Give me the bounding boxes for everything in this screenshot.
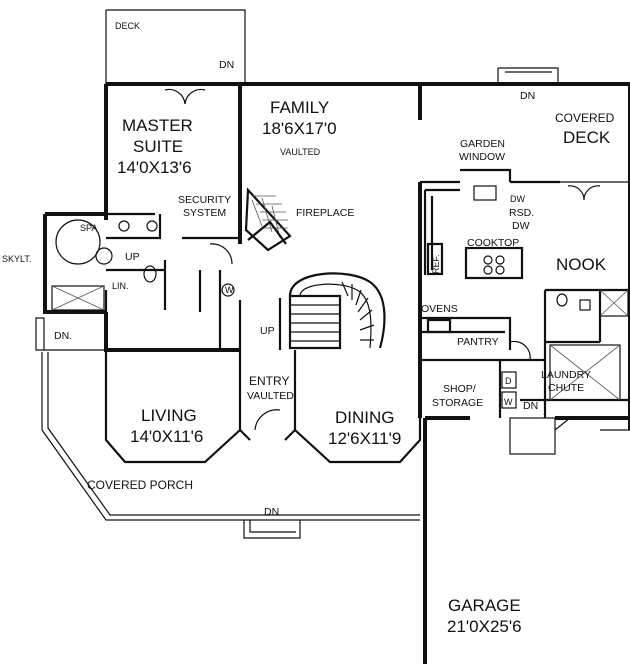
linen-label: LIN. — [112, 281, 129, 291]
dryer-label: D — [505, 376, 512, 386]
dn-marker-deck: DN — [219, 59, 234, 71]
staircase — [288, 272, 386, 350]
shop-label-1: SHOP/ — [443, 383, 476, 395]
covered-deck-label-2: DECK — [563, 128, 611, 147]
room-labels: DECK MASTER SUITE 14'0X13'6 FAMILY 18'6X… — [2, 21, 615, 636]
up-marker-bath: UP — [125, 251, 140, 263]
entry-label-2: VAULTED — [247, 390, 294, 402]
living-dimensions: 14'0X11'6 — [130, 427, 203, 446]
dw-small-label: DW — [510, 194, 525, 204]
garage-label: GARAGE — [448, 596, 521, 615]
ovens-label: OVENS — [421, 303, 458, 315]
interior-walls — [104, 84, 630, 441]
family-label: FAMILY — [270, 98, 329, 117]
cooktop-label: COOKTOP — [467, 237, 519, 249]
dn-marker-garage: DN — [523, 400, 538, 412]
covered-deck-label-1: COVERED — [555, 111, 615, 125]
master-suite-label-2: SUITE — [133, 137, 183, 156]
rsd-label: RSD. — [509, 207, 534, 219]
nook-label: NOOK — [556, 255, 607, 274]
dining-dimensions: 12'6X11'9 — [328, 429, 401, 448]
dining-label: DINING — [335, 408, 395, 427]
master-suite-label-1: MASTER — [122, 116, 193, 135]
skylight-label: SKYLT. — [2, 254, 31, 264]
family-note: VAULTED — [280, 147, 321, 157]
laundry-label-2: CHUTE — [548, 382, 584, 394]
entry-label-1: ENTRY — [249, 374, 289, 388]
deck-top-label: DECK — [115, 21, 140, 31]
family-dimensions: 18'6X17'0 — [262, 119, 337, 138]
up-marker-stair: UP — [260, 325, 275, 337]
garden-window-label-2: WINDOW — [459, 151, 505, 163]
dn-marker-porch-left: DN. — [54, 330, 72, 342]
exterior-walls — [43, 9, 630, 664]
shop-label-2: STORAGE — [432, 397, 483, 409]
dn-marker-covered-deck: DN — [520, 90, 535, 102]
laundry-label-1: LAUNDRY — [541, 369, 591, 381]
washer-label: W — [225, 285, 234, 295]
pantry-label: PANTRY — [457, 336, 499, 348]
fireplace-label: FIREPLACE — [296, 207, 354, 219]
porch-outline — [35, 317, 420, 539]
covered-deck-outline — [497, 67, 630, 183]
ref-label: REF. — [431, 254, 441, 274]
security-label-1: SECURITY — [178, 194, 231, 206]
door-swings — [164, 88, 601, 431]
covered-porch-label: COVERED PORCH — [87, 478, 193, 492]
dn-marker-porch-front: DN — [264, 506, 279, 518]
security-label-2: SYSTEM — [183, 207, 226, 219]
direction-markers: DN DN DN. DN DN UP UP — [54, 59, 538, 518]
garage-dimensions: 21'0X25'6 — [447, 617, 522, 636]
living-label: LIVING — [141, 406, 197, 425]
garden-window-label-1: GARDEN — [460, 138, 505, 150]
washer-label-2: W — [504, 397, 513, 407]
dw-label: DW — [512, 220, 530, 232]
fireplace-symbol — [244, 187, 292, 252]
master-suite-dimensions: 14'0X13'6 — [117, 158, 192, 177]
spa-label: SPA — [80, 223, 97, 233]
fixtures — [51, 168, 629, 455]
